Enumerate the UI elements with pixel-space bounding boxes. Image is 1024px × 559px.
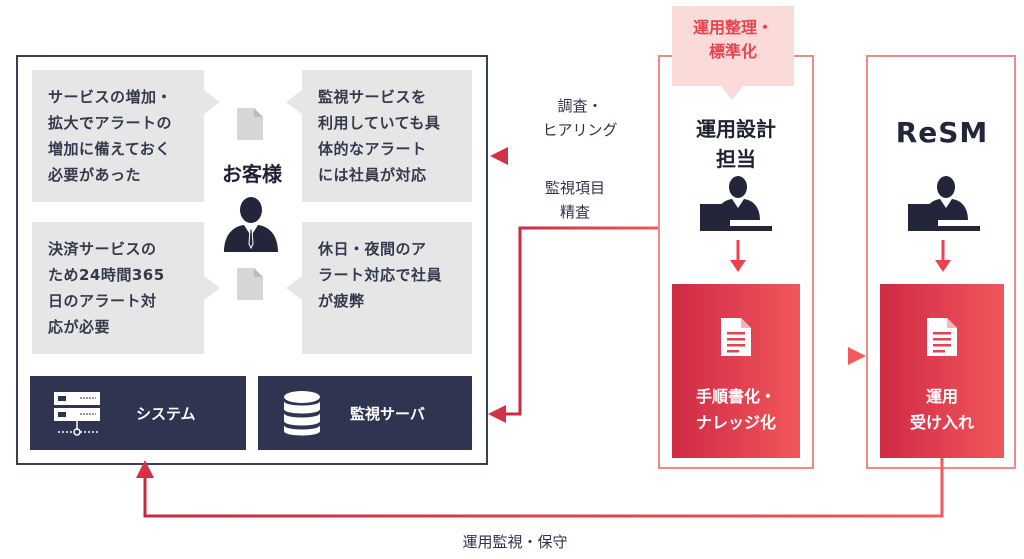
- label-line: ヒアリング: [542, 121, 618, 139]
- bubble-tail: [204, 90, 220, 114]
- card-line: 受け入れ: [909, 413, 974, 432]
- operation-arrow: [143, 458, 944, 518]
- person-laptop-icon: [700, 176, 772, 231]
- card-line: 手順書化・: [695, 387, 776, 406]
- document-icon: [721, 318, 751, 356]
- label-line: 精査: [559, 203, 590, 221]
- bubble-line: サービスの増加・: [48, 88, 173, 106]
- bubble-tail: [286, 90, 302, 114]
- bubble-line: ラート対応で社員: [318, 266, 443, 284]
- server-label: 監視サーバ: [350, 404, 425, 423]
- title-line: 担当: [716, 147, 756, 171]
- person-laptop-icon: [908, 176, 980, 231]
- bubble-line: 休日・夜間のア: [318, 240, 427, 258]
- database-icon: [284, 391, 320, 436]
- bubble-line: 日のアラート対: [48, 292, 157, 310]
- resm-logo: ReSM: [895, 116, 989, 149]
- tag-line: 標準化: [708, 42, 757, 61]
- survey-label: 調査・ ヒアリング: [528, 94, 632, 142]
- bubble-line: 拡大でアラートの: [48, 114, 173, 132]
- bubble-line: 体的なアラート: [318, 140, 427, 158]
- standardization-tag: 運用整理・ 標準化: [672, 6, 794, 86]
- bubble-line: 決済サービスの: [48, 240, 157, 258]
- review-label: 監視項目 精査: [530, 176, 620, 224]
- down-arrow-icon: [730, 240, 746, 272]
- bubble-line: 応が必要: [48, 318, 111, 336]
- tag-line: 運用整理・: [692, 18, 773, 37]
- procedure-card: 手順書化・ ナレッジ化: [672, 284, 800, 458]
- monitoring-server-box: 監視サーバ: [258, 376, 472, 450]
- bubble-tail: [204, 276, 220, 300]
- document-icon: [237, 108, 263, 140]
- customer-title: お客様: [222, 162, 282, 186]
- server-rack-icon: [54, 392, 100, 436]
- system-box: システム: [30, 376, 246, 450]
- document-icon: [237, 268, 263, 300]
- label-line: 調査・: [557, 97, 603, 115]
- designer-title: 運用設計 担当: [672, 114, 800, 174]
- bubble-line: 必要があった: [48, 166, 142, 184]
- bubble-tail: [286, 276, 302, 300]
- review-arrow: [505, 226, 658, 416]
- bubble-line: には社員が対応: [318, 166, 427, 184]
- acceptance-card: 運用 受け入れ: [880, 284, 1004, 458]
- down-arrow-icon: [935, 240, 951, 272]
- bubble-line: 利用していても具: [318, 114, 441, 132]
- operation-label: 運用監視・保守: [462, 533, 568, 551]
- bubble-bottom-right: 休日・夜間のア ラート対応で社員 が疲弊: [302, 222, 472, 354]
- system-label: システム: [136, 404, 196, 423]
- card-line: ナレッジ化: [695, 413, 776, 432]
- person-icon: [224, 197, 278, 252]
- tag-pointer: [721, 86, 743, 100]
- bubble-bottom-left: 決済サービスの ため24時間365 日のアラート対 応が必要: [32, 222, 204, 354]
- document-icon: [927, 318, 957, 356]
- bubble-top-right: 監視サービスを 利用していても具 体的なアラート には社員が対応: [302, 70, 472, 202]
- bubble-line: 増加に備えておく: [48, 140, 171, 158]
- bubble-line: が疲弊: [318, 292, 365, 310]
- bubble-top-left: サービスの増加・ 拡大でアラートの 増加に備えておく 必要があった: [32, 70, 204, 202]
- bubble-line: ため24時間365: [48, 266, 165, 284]
- title-line: 運用設計: [696, 117, 776, 141]
- bubble-line: 監視サービスを: [318, 88, 427, 106]
- card-line: 運用: [925, 387, 958, 406]
- label-line: 監視項目: [544, 179, 605, 197]
